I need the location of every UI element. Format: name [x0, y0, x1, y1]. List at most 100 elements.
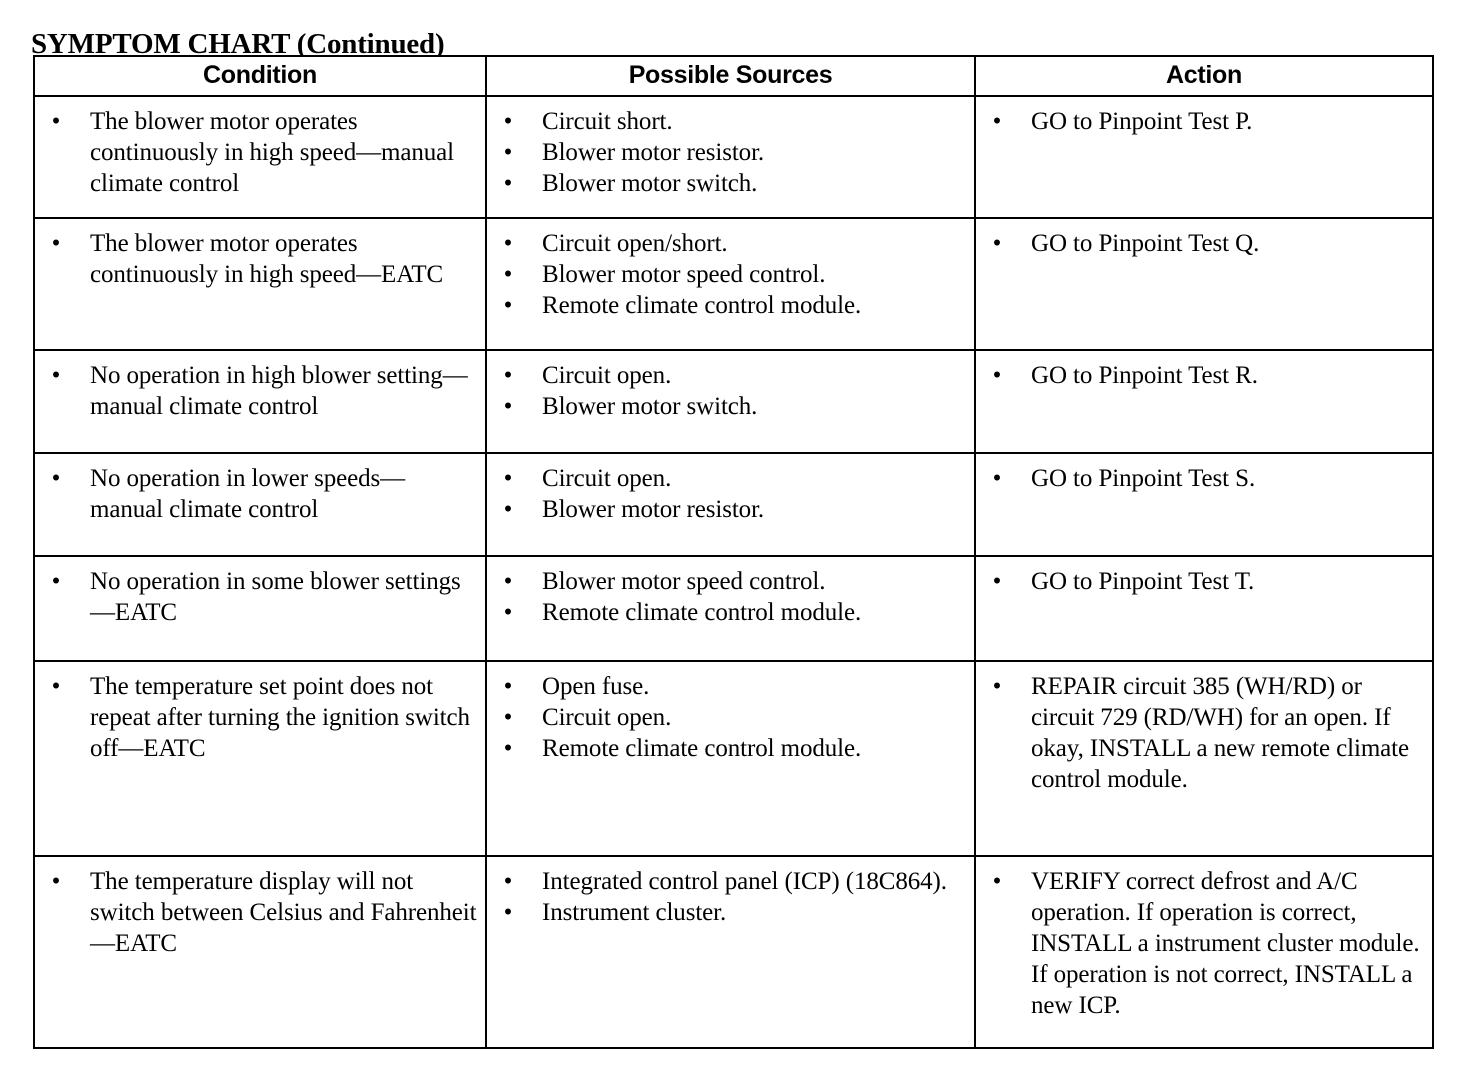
bullet-icon: • [503, 362, 513, 389]
cell-condition: •The temperature set point does not repe… [33, 660, 487, 857]
table-row: •No operation in some blower settings—EA… [33, 555, 1434, 662]
bullet-list: • Circuit open/short. • Blower motor speed … [487, 219, 974, 331]
list-item: •Circuit open. [487, 702, 966, 733]
bullet-icon: • [51, 868, 61, 895]
symptom-chart-table: Condition Possible Sources Action • The b… [33, 55, 1434, 1049]
list-item-text: Circuit open/short. [542, 230, 728, 257]
table-row: • The temperature display will not switch… [33, 855, 1434, 1049]
bullet-list: • No operation in high blower setting—man… [35, 351, 485, 432]
bullet-icon: • [992, 108, 1002, 135]
bullet-icon: • [992, 465, 1002, 492]
bullet-icon: • [503, 868, 513, 895]
list-item: •VERIFY correct defrost and A/C operatio… [976, 866, 1424, 1021]
bullet-icon: • [51, 465, 61, 492]
bullet-list: • GO to Pinpoint Test P. [976, 97, 1432, 147]
list-item: •Blower motor speed control. [487, 566, 966, 597]
bullet-icon: • [503, 673, 513, 700]
list-item-text: No operation in high blower setting—manu… [90, 362, 468, 420]
bullet-list: • No operation in lower speeds—manual cli… [35, 454, 485, 535]
table-body: • The blower motor operates continuously … [33, 95, 1434, 1049]
cell-condition: • No operation in lower speeds—manual cli… [33, 452, 487, 557]
list-item: •No operation in some blower settings—EA… [35, 566, 477, 628]
bullet-icon: • [503, 108, 513, 135]
bullet-list: •Blower motor speed control.•Remote clim… [487, 557, 974, 638]
list-item: •GO to Pinpoint Test S. [976, 463, 1424, 494]
list-item: •The blower motor operates continuously … [35, 228, 477, 290]
list-item: •Blower motor switch. [487, 168, 966, 199]
list-item-text: The temperature display will not switch … [90, 868, 477, 957]
list-item-text: Blower motor switch. [542, 393, 758, 420]
list-item-text: Circuit open. [542, 362, 672, 389]
bullet-list: • Circuit open. • Blower motor switch. [487, 351, 974, 432]
table-row: • The temperature set point does not repe… [33, 660, 1434, 857]
list-item-text: GO to Pinpoint Test T. [1031, 568, 1255, 595]
table-header-row: Condition Possible Sources Action [33, 55, 1434, 97]
bullet-icon: • [503, 393, 513, 420]
bullet-icon: • [51, 230, 61, 257]
bullet-list: •Circuit short.•Blower motor resistor.•B… [487, 97, 974, 209]
list-item: •Circuit open. [487, 463, 966, 494]
bullet-icon: • [503, 599, 513, 626]
list-item: • Integrated control panel (ICP) (18C864)… [487, 866, 966, 897]
column-header-action: Action [974, 55, 1434, 97]
list-item: • GO to Pinpoint Test P. [976, 106, 1424, 137]
cell-possible-sources: • Circuit open. • Blower motor switch. [485, 349, 976, 454]
cell-condition: • The temperature display will not switch… [33, 855, 487, 1049]
cell-action: • GO to Pinpoint Test P. [974, 95, 1434, 219]
list-item-text: Blower motor speed control. [542, 568, 826, 595]
bullet-icon: • [503, 704, 513, 731]
table-row: • No operation in lower speeds—manual cli… [33, 452, 1434, 557]
bullet-icon: • [503, 230, 513, 257]
list-item: • Circuit short. [487, 106, 966, 137]
bullet-list: •GO to Pinpoint Test Q. [976, 219, 1432, 269]
cell-possible-sources: •Circuit open.•Blower motor resistor. [485, 452, 976, 557]
list-item: •REPAIR circuit 385 (WH/RD) or circuit 7… [976, 671, 1424, 795]
cell-possible-sources: • Circuit open/short. • Blower motor speed … [485, 217, 976, 351]
list-item-text: The blower motor operates continuously i… [90, 108, 455, 197]
list-item-text: Open fuse. [542, 673, 650, 700]
cell-condition: •No operation in some blower settings—EA… [33, 555, 487, 662]
table-row: • The blower motor operates continuously … [33, 95, 1434, 219]
bullet-list: •Circuit open.•Blower motor resistor. [487, 454, 974, 535]
bullet-icon: • [992, 568, 1002, 595]
bullet-list: •VERIFY correct defrost and A/C operatio… [976, 857, 1432, 1031]
list-item-text: Blower motor resistor. [542, 496, 765, 523]
list-item: •Remote climate control module. [487, 733, 966, 764]
bullet-icon: • [503, 899, 513, 926]
list-item: • Open fuse. [487, 671, 966, 702]
bullet-list: •The blower motor operates continuously … [35, 219, 485, 300]
list-item: •Remote climate control module. [487, 597, 966, 628]
list-item: • No operation in lower speeds—manual cli… [35, 463, 477, 525]
list-item: • Instrument cluster. [487, 897, 966, 928]
list-item-text: VERIFY correct defrost and A/C operation… [1031, 868, 1420, 1019]
list-item-text: GO to Pinpoint Test P. [1031, 108, 1253, 135]
bullet-icon: • [503, 261, 513, 288]
cell-action: • GO to Pinpoint Test T. [974, 555, 1434, 662]
cell-action: •VERIFY correct defrost and A/C operatio… [974, 855, 1434, 1049]
cell-condition: •The blower motor operates continuously … [33, 217, 487, 351]
list-item-text: Instrument cluster. [542, 899, 727, 926]
list-item: • The temperature display will not switch… [35, 866, 477, 959]
cell-condition: • No operation in high blower setting—man… [33, 349, 487, 454]
list-item: •GO to Pinpoint Test R. [976, 360, 1424, 391]
cell-possible-sources: • Open fuse.•Circuit open.•Remote climate… [485, 660, 976, 857]
cell-action: •GO to Pinpoint Test R. [974, 349, 1434, 454]
list-item-text: No operation in lower speeds—manual clim… [90, 465, 406, 523]
list-item: •Blower motor resistor. [487, 494, 966, 525]
list-item: • Circuit open/short. [487, 228, 966, 259]
list-item-text: GO to Pinpoint Test R. [1031, 362, 1258, 389]
list-item-text: Integrated control panel (ICP) (18C864). [542, 868, 947, 895]
list-item-text: Circuit short. [542, 108, 673, 135]
list-item-text: Blower motor switch. [542, 170, 758, 197]
bullet-list: •GO to Pinpoint Test S. [976, 454, 1432, 504]
bullet-list: •The temperature set point does not repe… [35, 662, 485, 774]
cell-action: •REPAIR circuit 385 (WH/RD) or circuit 7… [974, 660, 1434, 857]
cell-possible-sources: •Circuit short.•Blower motor resistor.•B… [485, 95, 976, 219]
list-item: •The temperature set point does not repe… [35, 671, 477, 764]
list-item-text: The temperature set point does not repea… [90, 673, 470, 762]
bullet-icon: • [503, 292, 513, 319]
list-item-text: Blower motor speed control. [542, 261, 826, 288]
column-header-condition: Condition [33, 55, 487, 97]
bullet-icon: • [51, 362, 61, 389]
